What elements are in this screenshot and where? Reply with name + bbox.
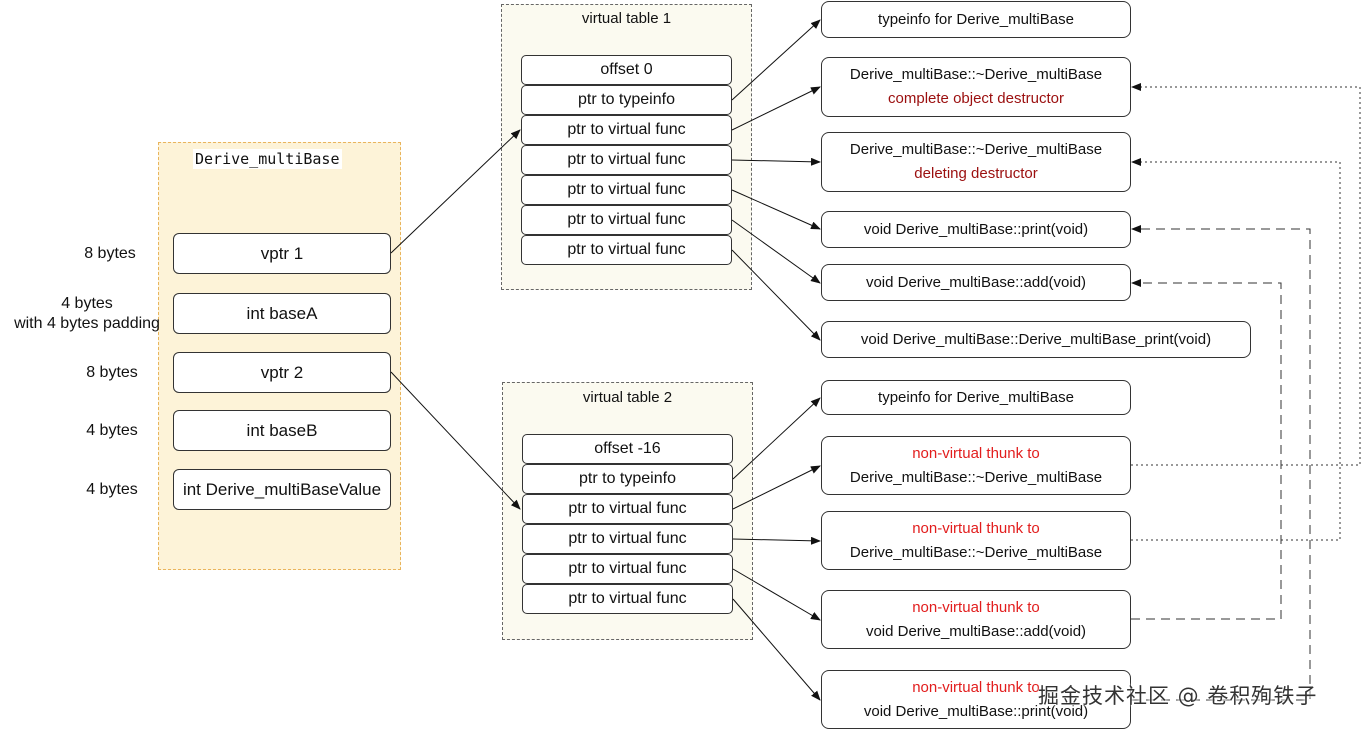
target-thunk-print: non-virtual thunk to void Derive_multiBa… — [821, 670, 1131, 729]
size-label-vptr2: 8 bytes — [86, 364, 138, 381]
thunk-label: non-virtual thunk to — [912, 444, 1040, 462]
target-typeinfo-1: typeinfo for Derive_multiBase — [821, 1, 1131, 38]
field-int-baseB: int baseB — [173, 410, 391, 451]
vtable2-row-func: ptr to virtual func — [522, 524, 733, 554]
target-text: void Derive_multiBase::print(void) — [863, 702, 1089, 720]
target-complete-dtor: Derive_multiBase::~Derive_multiBase comp… — [821, 57, 1131, 117]
thunk-label: non-virtual thunk to — [912, 678, 1040, 696]
size-label-baseA: 4 bytes — [61, 295, 113, 312]
vtable1-title: virtual table 1 — [581, 10, 672, 27]
thunk-label: non-virtual thunk to — [912, 519, 1040, 537]
target-typeinfo-2: typeinfo for Derive_multiBase — [821, 380, 1131, 415]
field-vptr2: vptr 2 — [173, 352, 391, 393]
target-text: void Derive_multiBase::print(void) — [863, 220, 1089, 238]
thunk-link-complete-dtor — [1131, 83, 1361, 466]
target-text: Derive_multiBase::~Derive_multiBase — [849, 468, 1103, 486]
vtable1-row-typeinfo: ptr to typeinfo — [521, 85, 732, 115]
target-thunk-deleting-dtor: non-virtual thunk to Derive_multiBase::~… — [821, 511, 1131, 570]
size-label-value: 4 bytes — [86, 481, 138, 498]
field-vptr1: vptr 1 — [173, 233, 391, 274]
target-text: typeinfo for Derive_multiBase — [878, 10, 1074, 28]
arrow-vptr2 — [390, 371, 521, 510]
vtable1-row-func: ptr to virtual func — [521, 205, 732, 235]
target-text: void Derive_multiBase::Derive_multiBase_… — [860, 330, 1212, 348]
target-note: complete object destructor — [888, 90, 1064, 107]
vtable2-row-func: ptr to virtual func — [522, 494, 733, 524]
target-deleting-dtor: Derive_multiBase::~Derive_multiBase dele… — [821, 132, 1131, 192]
vtable1-row-func: ptr to virtual func — [521, 235, 732, 265]
vtable1-row-offset: offset 0 — [521, 55, 732, 85]
size-label-baseB: 4 bytes — [86, 422, 138, 439]
vtable2-row-typeinfo: ptr to typeinfo — [522, 464, 733, 494]
thunk-label: non-virtual thunk to — [912, 598, 1040, 616]
vtable1-row-func: ptr to virtual func — [521, 145, 732, 175]
target-note: deleting destructor — [914, 165, 1038, 182]
target-derive-print: void Derive_multiBase::Derive_multiBase_… — [821, 321, 1251, 358]
target-text: Derive_multiBase::~Derive_multiBase — [849, 543, 1103, 561]
field-int-value: int Derive_multiBaseValue — [173, 469, 391, 510]
vtable2-row-func: ptr to virtual func — [522, 584, 733, 614]
vtable2-row-offset: offset -16 — [522, 434, 733, 464]
target-thunk-complete-dtor: non-virtual thunk to Derive_multiBase::~… — [821, 436, 1131, 495]
target-text: void Derive_multiBase::add(void) — [865, 622, 1087, 640]
vtable1-row-func: ptr to virtual func — [521, 175, 732, 205]
watermark: 掘金技术社区 @ 卷积殉铁子 — [1038, 684, 1318, 708]
vtable1-row-func: ptr to virtual func — [521, 115, 732, 145]
size-label-baseA-padding: with 4 bytes padding — [14, 315, 160, 332]
target-thunk-add: non-virtual thunk to void Derive_multiBa… — [821, 590, 1131, 649]
thunk-link-print — [1131, 225, 1311, 701]
size-label-vptr1: 8 bytes — [84, 245, 136, 262]
struct-title: Derive_multiBase — [193, 149, 342, 169]
vtable2-row-func: ptr to virtual func — [522, 554, 733, 584]
vtable2-title: virtual table 2 — [582, 389, 673, 406]
field-int-baseA: int baseA — [173, 293, 391, 334]
target-add: void Derive_multiBase::add(void) — [821, 264, 1131, 301]
target-text: Derive_multiBase::~Derive_multiBase — [849, 66, 1103, 83]
target-text: typeinfo for Derive_multiBase — [878, 388, 1074, 406]
target-print: void Derive_multiBase::print(void) — [821, 211, 1131, 248]
target-text: Derive_multiBase::~Derive_multiBase — [849, 141, 1103, 158]
target-text: void Derive_multiBase::add(void) — [865, 273, 1087, 291]
